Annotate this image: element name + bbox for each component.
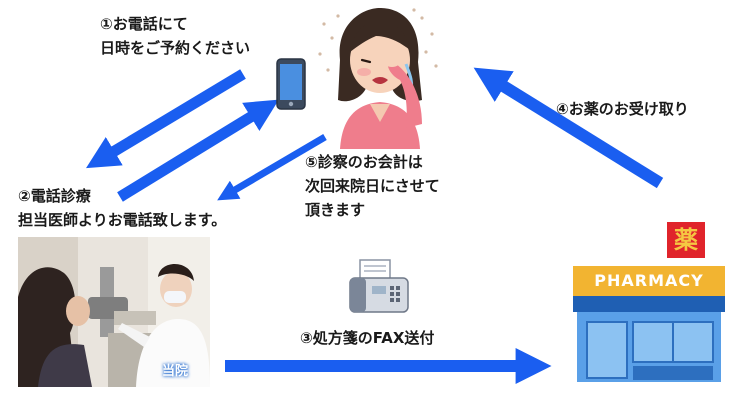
arrow-payment: [217, 133, 327, 201]
step1-line1: ①お電話にて: [100, 15, 188, 33]
step5-line1: ⑤診察のお会計は: [305, 153, 423, 171]
pharmacy-sign: PHARMACY: [573, 266, 725, 296]
clinic-photo-scene: [18, 237, 210, 387]
pharmacy-kanji-sign: 薬: [667, 222, 705, 258]
pharmacy-storefront: [573, 296, 725, 382]
step3-label: ③処方箋のFAX送付: [300, 326, 434, 350]
patient-illustration: [318, 8, 438, 149]
step5-line3: 頂きます: [305, 201, 366, 219]
step4-line1: ④お薬のお受け取り: [556, 100, 689, 118]
smartphone-icon: [276, 58, 306, 110]
step1-label: ①お電話にて 日時をご予約ください: [100, 12, 250, 60]
step2-line2: 担当医師よりお電話致します。: [18, 211, 227, 229]
fax-icon: [349, 259, 409, 313]
step4-label: ④お薬のお受け取り: [556, 97, 689, 121]
step2-label: ②電話診療 担当医師よりお電話致します。: [18, 184, 226, 232]
step5-label: ⑤診察のお会計は 次回来院日にさせて 頂きます: [305, 150, 440, 222]
clinic-photo-label: 当院: [161, 364, 188, 379]
step2-line1: ②電話診療: [18, 187, 91, 205]
arrow-doctor-call: [117, 99, 279, 202]
clinic-photo: 当院: [18, 237, 210, 387]
arrow-medicine-pickup: [473, 67, 664, 189]
step1-line2: 日時をご予約ください: [100, 39, 251, 57]
pharmacy-building-icon: 薬 PHARMACY: [573, 222, 725, 382]
arrow-reservation-call: [86, 69, 246, 169]
step5-line2: 次回来院日にさせて: [305, 177, 440, 195]
step3-line1: ③処方箋のFAX送付: [300, 329, 435, 347]
